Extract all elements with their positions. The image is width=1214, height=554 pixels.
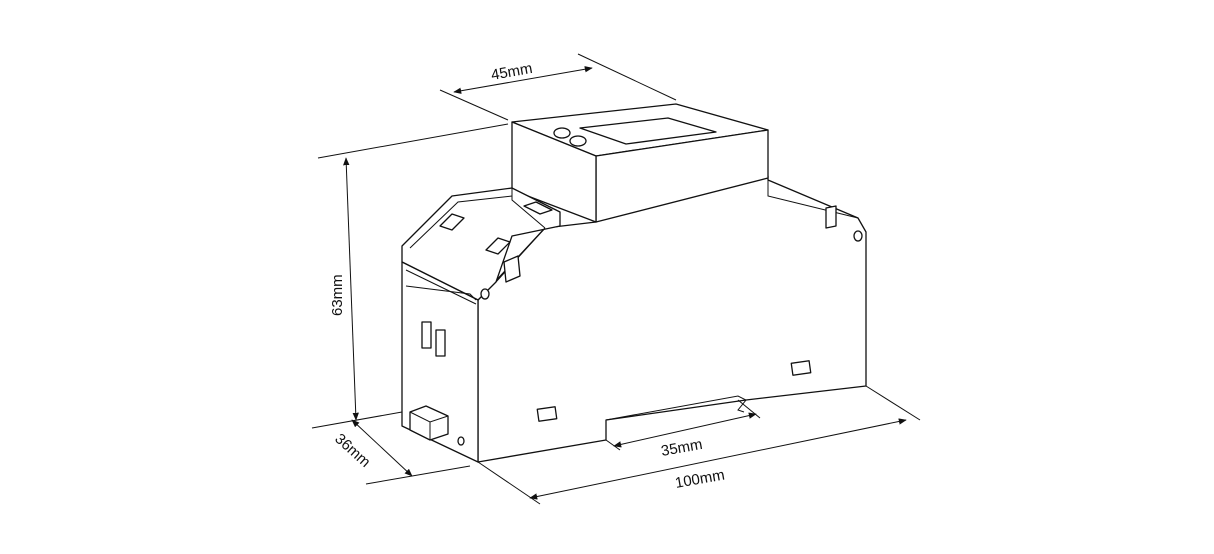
hole-icon [457, 436, 465, 446]
terminal-edge [511, 188, 546, 229]
hole-icon [480, 288, 490, 300]
width-label: 45mm [490, 60, 534, 84]
height-dimension-line [343, 157, 359, 421]
extension-line [311, 411, 403, 429]
length-label: 100mm [674, 467, 726, 492]
height-label: 63mm [329, 274, 346, 316]
slot-icon [435, 329, 446, 357]
terminal-edge [409, 195, 513, 249]
dimension-lines [311, 53, 921, 505]
front-face-edge [405, 285, 477, 301]
hole-icon [853, 230, 863, 242]
width-dimension-line [453, 66, 593, 94]
screw-slot-icon [523, 201, 553, 215]
din-clip-edge [409, 411, 449, 440]
screw-slot-icon [503, 255, 521, 283]
clip-slot-icon [825, 205, 837, 229]
button-icon [553, 127, 571, 139]
rail-notch [605, 395, 747, 421]
length-dimension-line [529, 418, 907, 500]
extension-line [365, 465, 471, 485]
display-module-front [511, 121, 597, 223]
extension-line [577, 53, 677, 101]
screw-slot-icon [439, 213, 465, 231]
extension-line [865, 385, 921, 421]
button-icon [569, 135, 587, 147]
extension-line [317, 123, 509, 159]
vent-slot-icon [536, 406, 558, 422]
rail-dimension-line [613, 412, 757, 448]
extension-line [439, 89, 509, 121]
extension-line [605, 439, 621, 451]
rail-label: 35mm [660, 436, 704, 460]
front-face-edge [405, 269, 477, 305]
depth-dimension-line [351, 419, 413, 477]
meter-body [401, 103, 867, 463]
vent-slot-icon [790, 360, 812, 376]
depth-label: 36mm [331, 430, 373, 471]
display-window [579, 117, 717, 145]
slot-icon [421, 321, 432, 349]
terminal-edge [495, 227, 546, 283]
screw-slot-icon [485, 237, 511, 255]
